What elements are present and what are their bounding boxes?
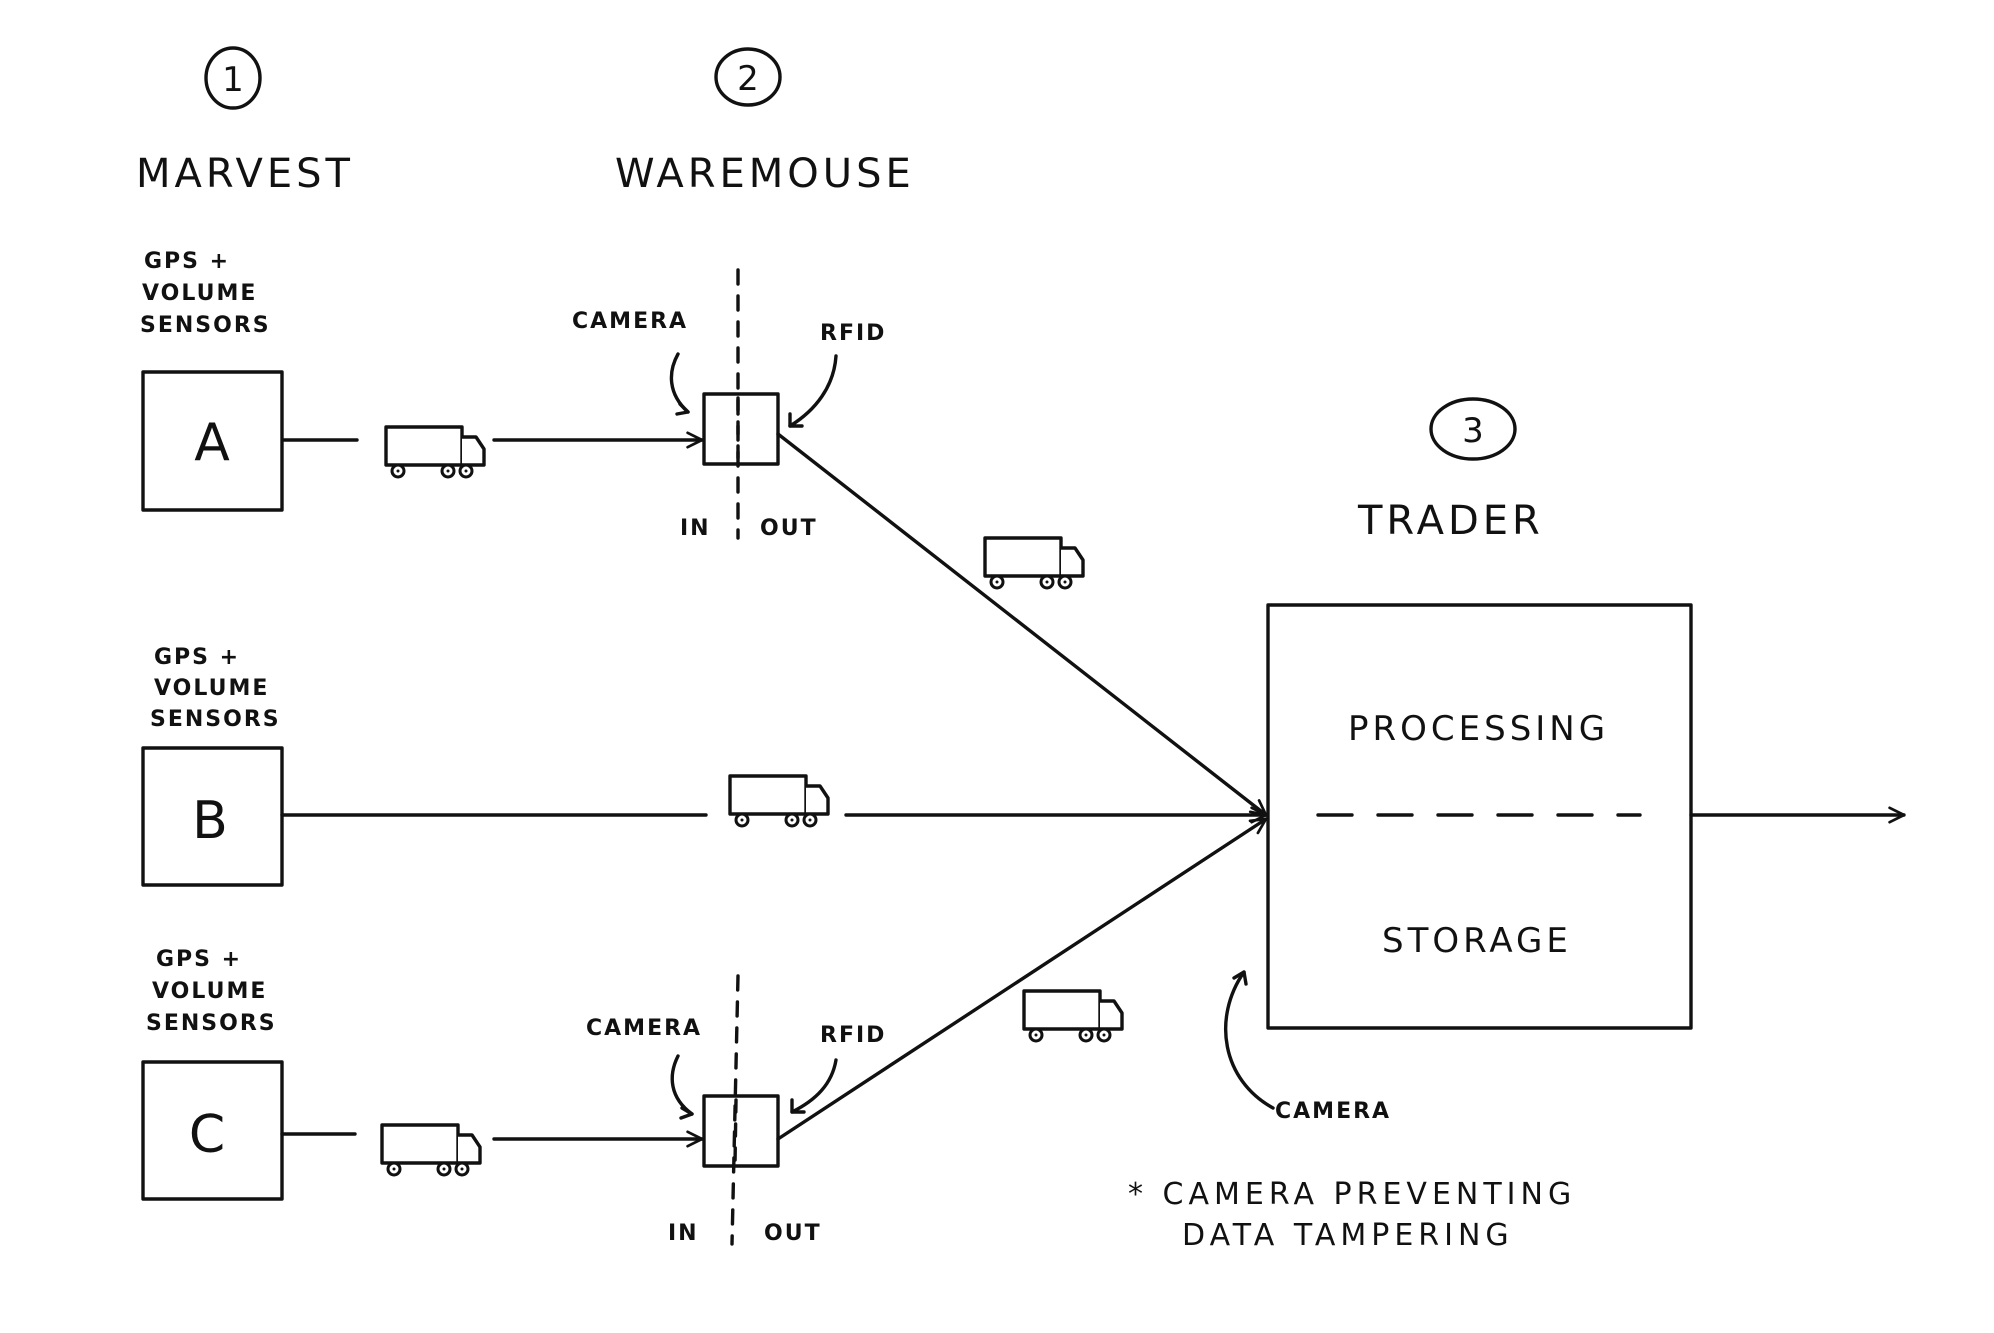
warehouse-2-rfid-label: RFID (820, 1023, 886, 1048)
trader: PROCESSING STORAGE (1266, 603, 1693, 1030)
stage-3-title: TRADER (1357, 498, 1544, 544)
warehouse-2: CAMERA RFID IN OUT (586, 974, 886, 1246)
warehouse-1-in-label: IN (680, 516, 711, 541)
stage-1-header: 1 MARVEST (136, 46, 354, 197)
warehouse-1-camera-label: CAMERA (572, 309, 688, 334)
source-a-sensor-line-3: SENSORS (140, 313, 271, 338)
truck-icon (1022, 989, 1124, 1043)
source-b-letter: B (192, 791, 228, 851)
trader-camera-pointer (1224, 970, 1275, 1110)
arrow-warehouse-1-to-trader (776, 432, 1268, 817)
source-c-sensor-line-3: SENSORS (146, 1011, 277, 1036)
warehouse-2-camera-pointer-head (679, 1106, 694, 1120)
truck-icon (380, 1123, 482, 1177)
stage-2-title: WAREMOUSE (615, 151, 915, 197)
trader-camera-pointer-head (1232, 970, 1248, 986)
warehouse-2-in-label: IN (668, 1221, 699, 1246)
warehouse-2-camera-pointer (670, 1054, 694, 1116)
warehouse-1-rfid-label: RFID (820, 321, 886, 346)
warehouse-1-camera-pointer-head (675, 402, 690, 416)
trader-storage-label: STORAGE (1382, 921, 1572, 961)
source-c-letter: C (189, 1105, 225, 1165)
stage-1-title: MARVEST (136, 151, 354, 197)
stage-2-header: 2 WAREMOUSE (615, 47, 915, 197)
warehouse-2-box (702, 1094, 780, 1168)
footnote-line-1: * CAMERA PREVENTING (1128, 1177, 1576, 1212)
source-b-sensor-line-2: VOLUME (154, 676, 269, 701)
truck-icon (384, 425, 486, 479)
source-b: GPS + VOLUME SENSORS B (141, 645, 284, 887)
truck-icon (728, 774, 830, 828)
trader-camera-label: CAMERA (1275, 1099, 1391, 1124)
warehouse-2-rfid-pointer-head (790, 1098, 806, 1114)
arrow-warehouse-2-to-trader (776, 817, 1268, 1141)
warehouse-2-camera-label: CAMERA (586, 1016, 702, 1041)
source-b-sensor-line-3: SENSORS (150, 707, 281, 732)
footnote-line-2: DATA TAMPERING (1182, 1218, 1514, 1253)
warehouse-2-gate-line-inner (733, 1098, 738, 1166)
source-a: GPS + VOLUME SENSORS A (140, 249, 284, 512)
warehouse-1-out-label: OUT (760, 516, 818, 541)
source-a-sensor-line-1: GPS + (144, 249, 230, 274)
source-c-box (141, 1060, 284, 1201)
source-c-sensor-line-2: VOLUME (152, 979, 267, 1004)
warehouse-1-rfid-pointer-head (788, 412, 804, 428)
warehouse-1-rfid-pointer (788, 354, 838, 428)
warehouse-1-box (702, 392, 780, 466)
source-c-sensor-line-1: GPS + (156, 947, 242, 972)
warehouse-1: CAMERA RFID IN OUT (572, 268, 886, 541)
stage-2-number: 2 (737, 59, 759, 99)
stage-1-number: 1 (222, 60, 244, 100)
source-b-sensor-line-1: GPS + (154, 645, 240, 670)
stage-3-number: 3 (1462, 411, 1484, 451)
truck-icon (983, 536, 1085, 590)
trader-processing-label: PROCESSING (1348, 709, 1609, 749)
source-a-sensor-line-2: VOLUME (142, 281, 257, 306)
source-a-letter: A (194, 413, 230, 473)
warehouse-2-rfid-pointer (790, 1058, 838, 1114)
source-c: GPS + VOLUME SENSORS C (141, 947, 284, 1201)
stage-3-header: 3 TRADER (1357, 397, 1544, 544)
warehouse-2-out-label: OUT (764, 1221, 822, 1246)
